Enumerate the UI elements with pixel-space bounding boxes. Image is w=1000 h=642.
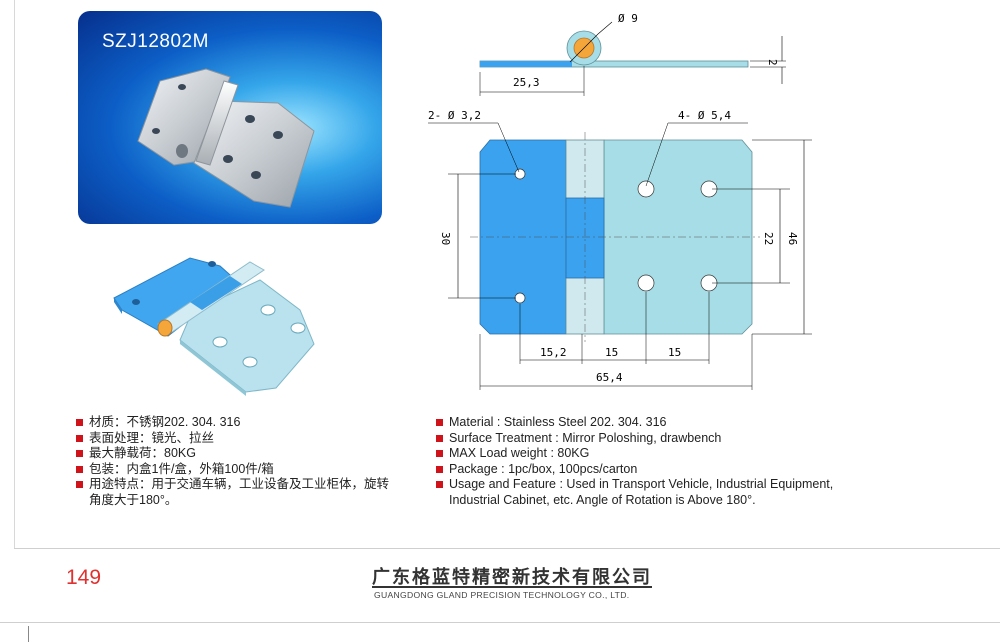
spec-item: 材质：不锈钢202. 304. 316 xyxy=(76,415,396,431)
company-underline xyxy=(372,586,652,588)
spec-item: Usage and Feature : Used in Transport Ve… xyxy=(436,477,876,508)
bullet-icon xyxy=(76,481,83,488)
dim-x2: 15 xyxy=(605,346,618,359)
dim-width: 65,4 xyxy=(596,371,623,384)
spec-list-english: Material : Stainless Steel 202. 304. 316… xyxy=(436,415,876,508)
bottom-divider xyxy=(0,622,1000,623)
hinge-photo-illustration xyxy=(137,68,315,208)
footer-divider xyxy=(14,548,1000,549)
bullet-icon xyxy=(436,481,443,488)
spec-item: 用途特点：用于交通车辆，工业设备及工业柜体，旋转角度大于180°。 xyxy=(76,477,396,508)
dim-thickness: 2 xyxy=(766,59,779,66)
dim-height: 46 xyxy=(786,232,799,245)
dim-small-hole-spacing: 30 xyxy=(439,232,452,245)
bullet-icon xyxy=(76,434,83,442)
front-view: 2- Ø 3,2 4- Ø 5,4 30 22 46 15,2 15 15 65… xyxy=(428,109,812,390)
bullet-icon xyxy=(436,419,443,426)
spec-item: Material : Stainless Steel 202. 304. 316 xyxy=(436,415,876,431)
hinge-isometric-drawing xyxy=(113,257,315,396)
spec-item: 表面处理：镜光、拉丝 xyxy=(76,431,396,447)
bullet-icon xyxy=(436,434,443,442)
company-name-chinese: 广东格蓝特精密新技术有限公司 xyxy=(372,567,652,587)
spec-item: Surface Treatment : Mirror Poloshing, dr… xyxy=(436,431,876,447)
page-number: 149 xyxy=(66,566,102,589)
product-photo: SZJ12802M xyxy=(78,11,382,224)
spec-list-chinese: 材质：不锈钢202. 304. 316 表面处理：镜光、拉丝 最大静载荷：80K… xyxy=(76,415,396,508)
product-model: SZJ12802M xyxy=(102,31,209,52)
spec-item: MAX Load weight : 80KG xyxy=(436,446,876,462)
dim-x3: 15 xyxy=(668,346,681,359)
spec-item: 包装：内盒1件/盒，外箱100件/箱 xyxy=(76,462,396,478)
dim-pin-offset: 25,3 xyxy=(513,76,540,89)
dim-pin-diameter: Ø 9 xyxy=(618,12,638,25)
spec-item: 最大静载荷：80KG xyxy=(76,446,396,462)
dim-small-holes: 2- Ø 3,2 xyxy=(428,109,481,122)
dim-x1: 15,2 xyxy=(540,346,567,359)
crop-mark xyxy=(28,626,29,642)
hinge-technical-drawing: Ø 9 25,3 2 2- Ø 3,2 4- Ø 5,4 xyxy=(428,12,812,390)
company-name-english: GUANGDONG GLAND PRECISION TECHNOLOGY CO.… xyxy=(374,590,630,600)
bullet-icon xyxy=(436,465,443,473)
bullet-icon xyxy=(76,419,83,426)
dim-large-holes: 4- Ø 5,4 xyxy=(678,109,731,122)
dim-large-hole-spacing: 22 xyxy=(762,232,775,245)
bullet-icon xyxy=(436,450,443,457)
bullet-icon xyxy=(76,465,83,473)
side-view: Ø 9 25,3 2 xyxy=(479,12,786,96)
spec-item: Package : 1pc/box, 100pcs/carton xyxy=(436,462,876,478)
page-border xyxy=(14,0,15,548)
bullet-icon xyxy=(76,450,83,457)
